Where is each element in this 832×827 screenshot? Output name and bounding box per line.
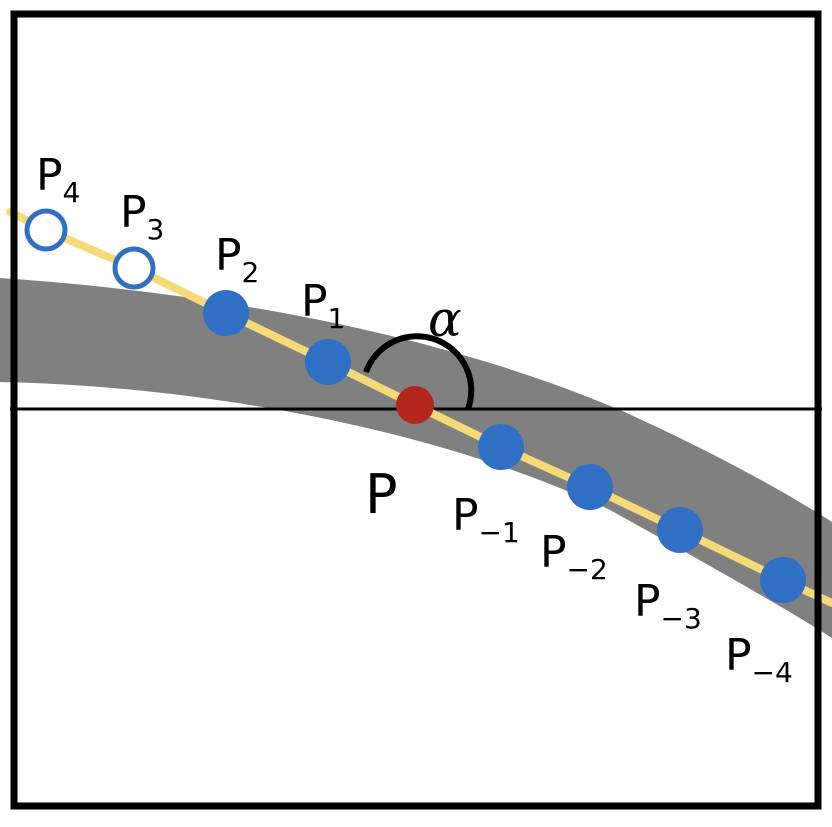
- outer-frame: [10, 10, 822, 810]
- label-p1: P1: [301, 276, 345, 335]
- point-p1: [305, 339, 351, 385]
- label-p4: P4: [36, 150, 80, 209]
- label-pm4: P−4: [725, 630, 793, 689]
- point-pm4: [760, 557, 806, 603]
- point-p4: [24, 208, 68, 252]
- label-p2: P2: [215, 230, 259, 289]
- label-pm3: P−3: [634, 576, 702, 635]
- label-pm2: P−2: [540, 527, 608, 586]
- point-p3: [112, 246, 156, 290]
- point-pm2: [567, 464, 613, 510]
- label-pm1: P−1: [452, 490, 520, 549]
- point-pm1: [478, 424, 524, 470]
- gray-band: [0, 278, 832, 638]
- label-center: P: [365, 463, 398, 526]
- point-pm3: [657, 507, 703, 553]
- center-point: [396, 386, 434, 424]
- sample-points: [24, 208, 806, 603]
- point-p2: [203, 290, 249, 336]
- label-p3: P3: [120, 187, 164, 246]
- label-angle: α: [428, 290, 462, 348]
- angle-arc: [363, 333, 475, 411]
